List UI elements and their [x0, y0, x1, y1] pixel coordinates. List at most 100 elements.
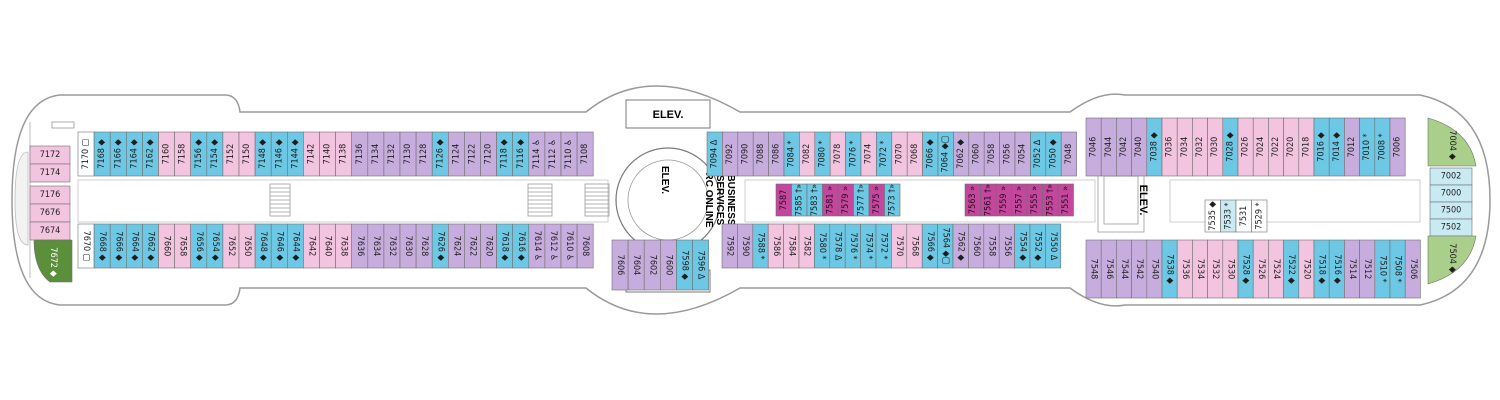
cabin-7028[interactable]: 7028 ◆	[1222, 117, 1239, 177]
cabin-7170[interactable]: 7170 ▢	[77, 131, 95, 177]
cabin-7544[interactable]: 7544	[1116, 239, 1132, 299]
cabin-7634[interactable]: 7634	[367, 223, 385, 269]
cabin-7666[interactable]: 7666 ◆	[109, 223, 127, 269]
cabin-7674[interactable]: 7674	[29, 221, 71, 241]
cabin-7030[interactable]: 7030	[1207, 117, 1224, 177]
cabin-7630[interactable]: 7630	[399, 223, 417, 269]
cabin-7552[interactable]: 7552 ◆	[1029, 223, 1046, 269]
cabin-7510[interactable]: 7510 *	[1374, 239, 1391, 299]
cabin-7534[interactable]: 7534	[1192, 239, 1208, 299]
cabin-7504[interactable]: 7504 ◆	[1427, 235, 1477, 285]
cabin-7068[interactable]: 7068	[906, 131, 923, 177]
cabin-7640[interactable]: 7640	[319, 223, 336, 269]
cabin-7572[interactable]: 7572 *	[875, 223, 892, 269]
cabin-7156[interactable]: 7156 ◆	[190, 131, 208, 177]
cabin-7022[interactable]: 7022	[1268, 117, 1284, 177]
cabin-7620[interactable]: 7620	[480, 223, 497, 269]
cabin-7533[interactable]: 7533 *	[1220, 199, 1237, 233]
cabin-7064[interactable]: 7064 ◆▢	[937, 131, 954, 177]
cabin-7128[interactable]: 7128	[415, 131, 433, 177]
cabin-7650[interactable]: 7650	[238, 223, 256, 269]
cabin-7014[interactable]: 7014 ◆	[1328, 117, 1345, 177]
cabin-7563[interactable]: 7563 »	[964, 183, 981, 217]
cabin-7162[interactable]: 7162 ◆	[142, 131, 159, 177]
cabin-7026[interactable]: 7026	[1237, 117, 1254, 177]
cabin-7654[interactable]: 7654 ◆	[206, 223, 224, 269]
cabin-7136[interactable]: 7136	[351, 131, 369, 177]
cabin-7092[interactable]: 7092	[722, 131, 739, 177]
cabin-7134[interactable]: 7134	[367, 131, 385, 177]
cabin-7118[interactable]: 7118 ◆	[496, 131, 514, 177]
cabin-7670[interactable]: 7670 ▢	[77, 223, 95, 269]
cabin-7614[interactable]: 7614 ♿	[528, 223, 546, 269]
cabin-7618[interactable]: 7618 ◆	[496, 223, 514, 269]
cabin-7568[interactable]: 7568	[906, 223, 923, 269]
cabin-7116[interactable]: 7116 ◆	[512, 131, 530, 177]
cabin-7036[interactable]: 7036	[1161, 117, 1178, 177]
cabin-7502[interactable]: 7502	[1429, 218, 1473, 237]
cabin-7672[interactable]: 7672 ◆	[33, 239, 73, 283]
cabin-7550[interactable]: 7550 Δ	[1045, 223, 1062, 269]
cabin-7588[interactable]: 7588 *	[752, 223, 769, 269]
cabin-7526[interactable]: 7526	[1252, 239, 1269, 299]
cabin-7560[interactable]: 7560	[968, 223, 985, 269]
cabin-7010[interactable]: 7010 *	[1359, 117, 1376, 177]
cabin-7082[interactable]: 7082	[799, 131, 816, 177]
cabin-7054[interactable]: 7054	[1014, 131, 1031, 177]
cabin-7142[interactable]: 7142	[303, 131, 320, 177]
cabin-7080[interactable]: 7080 *	[814, 131, 831, 177]
cabin-7038[interactable]: 7038 ◆	[1146, 117, 1163, 177]
cabin-7610[interactable]: 7610 ♿	[560, 223, 578, 269]
cabin-7154[interactable]: 7154 ◆	[206, 131, 224, 177]
cabin-7652[interactable]: 7652	[222, 223, 240, 269]
cabin-7108[interactable]: 7108	[576, 131, 594, 177]
cabin-7000[interactable]: 7000	[1429, 184, 1473, 203]
cabin-7032[interactable]: 7032	[1192, 117, 1208, 177]
cabin-7642[interactable]: 7642	[303, 223, 320, 269]
cabin-7168[interactable]: 7168 ◆	[93, 131, 111, 177]
cabin-7172[interactable]: 7172	[29, 145, 71, 165]
cabin-7166[interactable]: 7166 ◆	[109, 131, 127, 177]
cabin-7586[interactable]: 7586	[767, 223, 784, 269]
cabin-7072[interactable]: 7072 *	[876, 131, 893, 177]
cabin-7094[interactable]: 7094 Δ	[706, 131, 723, 177]
cabin-7052[interactable]: 7052 Δ	[1030, 131, 1047, 177]
cabin-7034[interactable]: 7034	[1176, 117, 1193, 177]
cabin-7529[interactable]: 7529 *	[1251, 199, 1268, 233]
cabin-7066[interactable]: 7066 ◆	[922, 131, 939, 177]
cabin-7158[interactable]: 7158	[174, 131, 192, 177]
cabin-7587[interactable]: 7587	[775, 183, 792, 217]
cabin-7596[interactable]: 7596 Δ	[692, 239, 709, 291]
cabin-7558[interactable]: 7558	[983, 223, 1000, 269]
cabin-7140[interactable]: 7140	[319, 131, 336, 177]
cabin-7130[interactable]: 7130	[399, 131, 417, 177]
cabin-7078[interactable]: 7078	[829, 131, 846, 177]
cabin-7114[interactable]: 7114 ♿	[528, 131, 546, 177]
cabin-7561[interactable]: 7561 †»	[980, 183, 997, 217]
cabin-7084[interactable]: 7084 *	[783, 131, 800, 177]
cabin-7500[interactable]: 7500	[1429, 201, 1473, 220]
cabin-7062[interactable]: 7062 ◆	[953, 131, 970, 177]
cabin-7122[interactable]: 7122	[464, 131, 481, 177]
cabin-7506[interactable]: 7506	[1404, 239, 1421, 299]
cabin-7150[interactable]: 7150	[238, 131, 256, 177]
cabin-7152[interactable]: 7152	[222, 131, 240, 177]
cabin-7562[interactable]: 7562 ◆	[952, 223, 969, 269]
cabin-7582[interactable]: 7582	[798, 223, 815, 269]
cabin-7602[interactable]: 7602	[643, 239, 661, 291]
cabin-7644[interactable]: 7644 ◆	[286, 223, 304, 269]
cabin-7520[interactable]: 7520	[1298, 239, 1315, 299]
cabin-7559[interactable]: 7559 »	[995, 183, 1012, 217]
cabin-7044[interactable]: 7044	[1100, 117, 1117, 177]
cabin-7628[interactable]: 7628	[415, 223, 433, 269]
cabin-7516[interactable]: 7516 ◆	[1328, 239, 1345, 299]
cabin-7060[interactable]: 7060	[968, 131, 985, 177]
cabin-7050[interactable]: 7050 ◆	[1045, 131, 1062, 177]
cabin-7636[interactable]: 7636	[351, 223, 369, 269]
cabin-7536[interactable]: 7536	[1176, 239, 1193, 299]
cabin-7668[interactable]: 7668 ◆	[93, 223, 111, 269]
cabin-7658[interactable]: 7658	[174, 223, 192, 269]
cabin-7577[interactable]: 7577 †»	[853, 183, 870, 217]
cabin-7579[interactable]: 7579 »	[837, 183, 854, 217]
cabin-7512[interactable]: 7512	[1359, 239, 1376, 299]
